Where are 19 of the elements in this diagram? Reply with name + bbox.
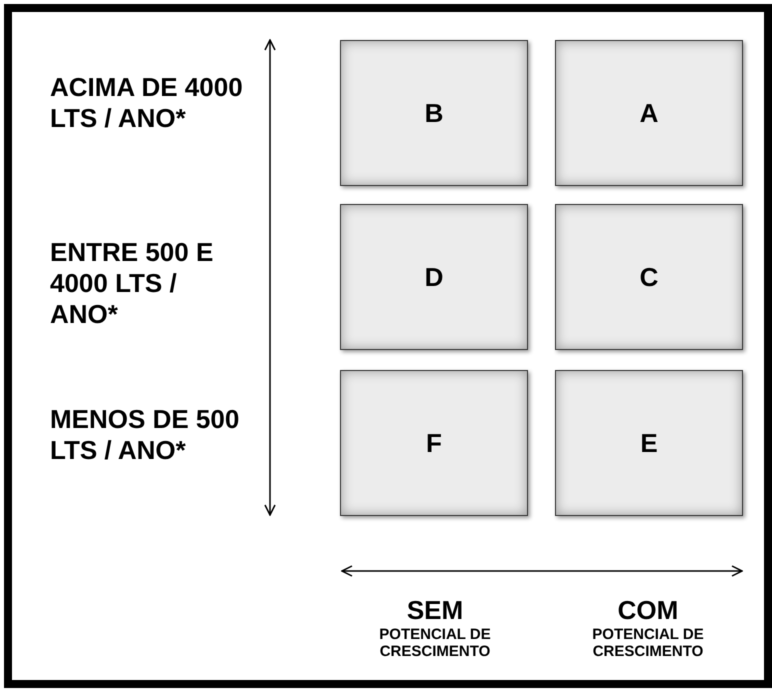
row-label: ACIMA DE 4000 LTS / ANO*	[50, 72, 244, 134]
grid-box	[555, 40, 743, 186]
cell-letter: F	[426, 428, 442, 458]
column-sublabel: POTENCIAL DE CRESCIMENTO	[591, 627, 705, 660]
cell-letter: A	[640, 98, 658, 128]
grid-box	[340, 40, 528, 186]
cell-letter: E	[640, 428, 658, 458]
row-label: ENTRE 500 E 4000 LTS / ANO*	[50, 237, 214, 331]
cell-letter: C	[640, 262, 658, 292]
grid-box	[340, 204, 528, 350]
grid-box	[340, 370, 528, 516]
cell-letter: B	[424, 98, 444, 128]
grid-box	[555, 370, 743, 516]
column-sublabel: POTENCIAL DE CRESCIMENTO	[378, 627, 492, 660]
column-label: COM	[616, 595, 680, 626]
grid-box	[555, 204, 743, 350]
cell-letter: D	[424, 262, 444, 292]
row-label: MENOS DE 500 LTS / ANO*	[50, 404, 240, 466]
column-label: SEM	[406, 595, 464, 626]
